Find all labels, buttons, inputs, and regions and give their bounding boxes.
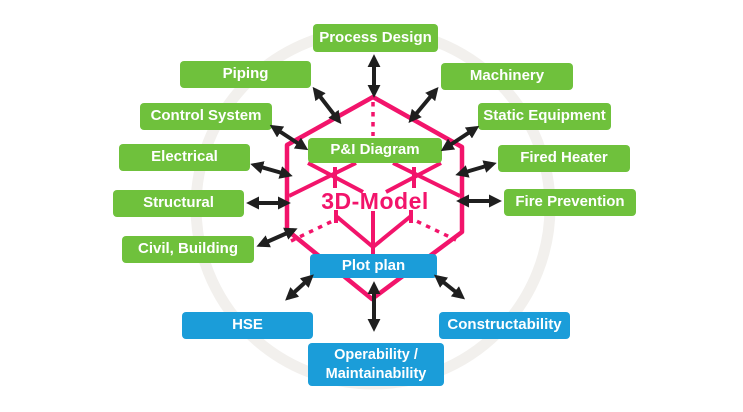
arrow-machinery — [408, 87, 439, 123]
label-static-equipment: Static Equipment — [478, 103, 611, 130]
label-piping: Piping — [180, 61, 311, 88]
arrow-static-equipment — [440, 125, 480, 152]
label-operability-maintainability: Operability / Maintainability — [308, 343, 444, 386]
label-structural: Structural — [113, 190, 244, 217]
label-fire-prevention: Fire Prevention — [504, 189, 636, 216]
label-fired-heater: Fired Heater — [498, 145, 630, 172]
arrow-electrical — [250, 161, 293, 179]
operability-line1: Operability / — [334, 347, 418, 364]
arrow-civil-building — [256, 227, 298, 248]
arrow-constructability — [433, 274, 466, 300]
label-hse: HSE — [182, 312, 313, 339]
arrow-hse — [285, 274, 314, 301]
label-plot-plan: Plot plan — [310, 254, 437, 278]
arrow-fired-heater — [455, 160, 497, 178]
label-civil-building: Civil, Building — [122, 236, 254, 263]
label-electrical: Electrical — [119, 144, 250, 171]
arrow-control-system — [269, 124, 309, 151]
arrow-piping — [312, 86, 342, 125]
cube-hidden-edges — [290, 102, 457, 243]
label-control-system: Control System — [140, 103, 272, 130]
label-constructability: Constructability — [439, 312, 570, 339]
label-pi-diagram: P&I Diagram — [308, 138, 442, 163]
center-title-3d-model: 3D-Model — [321, 188, 429, 214]
operability-line2: Maintainability — [325, 365, 427, 382]
label-machinery: Machinery — [441, 63, 573, 90]
label-process-design: Process Design — [313, 24, 438, 52]
